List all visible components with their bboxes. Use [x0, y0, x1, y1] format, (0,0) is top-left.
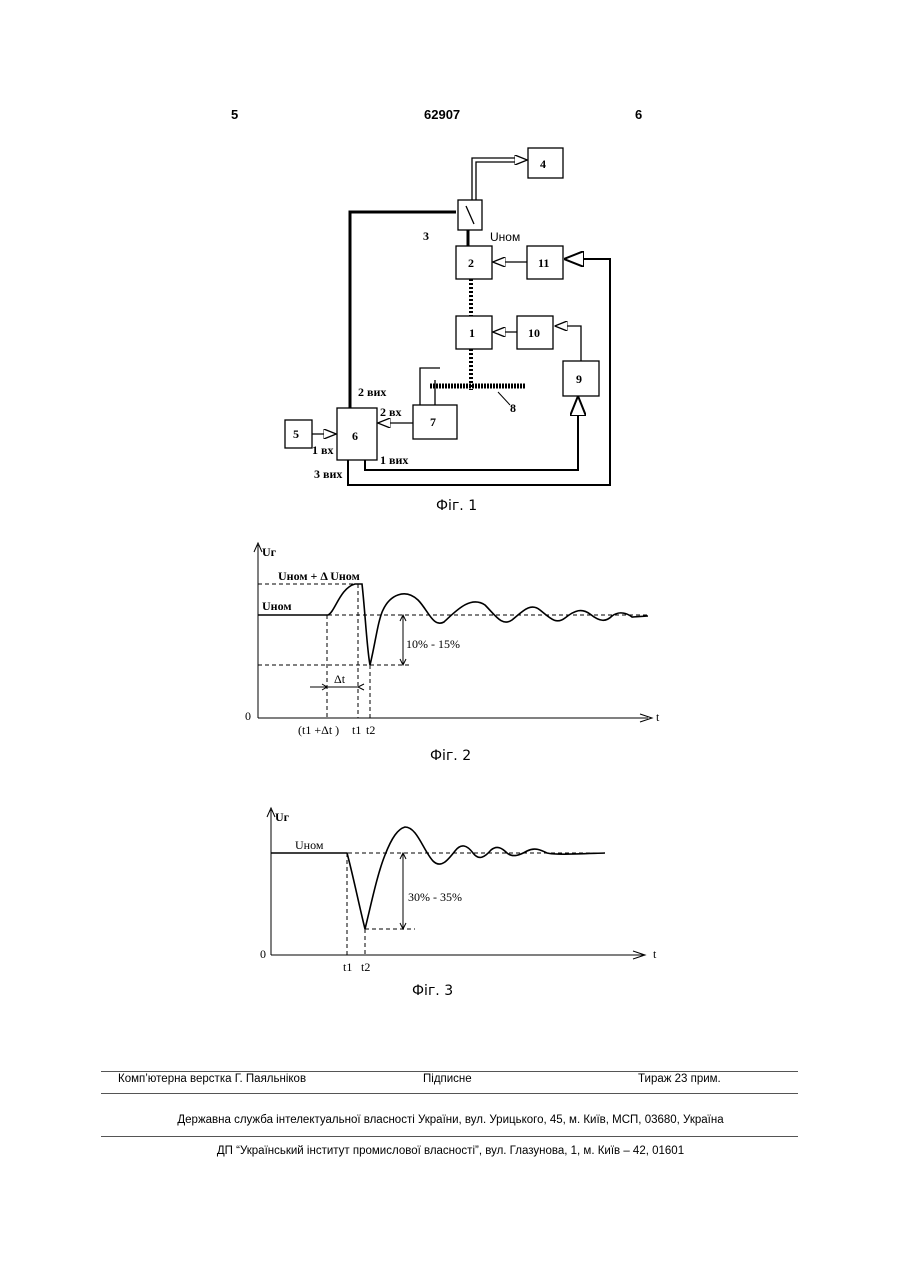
- footer-institute: ДП “Український інститут промислової вла…: [0, 1145, 901, 1157]
- port-1-out: 1 вих: [380, 453, 408, 467]
- port-2-out: 2 вих: [358, 385, 386, 399]
- footer-circulation: Тираж 23 прим.: [638, 1073, 721, 1085]
- page-number-left: 5: [231, 107, 238, 122]
- footer-rule-bottom: [101, 1136, 798, 1137]
- fig3-tick-t2: t2: [361, 960, 370, 974]
- fig3-level-nominal: Uном: [295, 838, 324, 852]
- fig2-delta-t: Δt: [334, 672, 346, 686]
- block-label-8: 8: [510, 401, 516, 415]
- fig2-level-nominal: Uном: [262, 599, 292, 613]
- footer-agency: Державна служба інтелектуальної власност…: [0, 1114, 901, 1126]
- block-label-2: 2: [468, 256, 474, 270]
- block-label-6: 6: [352, 429, 358, 443]
- fig3-tick-t1: t1: [343, 960, 352, 974]
- fig1-caption: Фіг. 1: [436, 498, 477, 514]
- block-label-4: 4: [540, 157, 546, 171]
- fig2-x-label: t: [656, 710, 660, 724]
- fig2-origin: 0: [245, 709, 251, 723]
- footer-signature: Підписне: [423, 1073, 472, 1085]
- patent-number: 62907: [424, 107, 460, 122]
- fig2-caption: Фіг. 2: [430, 748, 471, 764]
- fig2-tick-t1-dt: (t1 +Δt ): [298, 723, 339, 737]
- fig3-caption: Фіг. 3: [412, 983, 453, 999]
- block-label-11: 11: [538, 256, 549, 270]
- fig1-block-diagram: 4 2 11 1 10 9 7 6 5 8 3 2 вих 2 вх 1 вх …: [270, 140, 630, 495]
- fig3-chart: Uг Uном 30% - 35% 0 t t1 t2: [255, 805, 675, 975]
- fig3-x-label: t: [653, 947, 657, 961]
- block-label-10: 10: [528, 326, 540, 340]
- label-u-nom: Uном: [490, 230, 520, 244]
- fig3-dip-label: 30% - 35%: [408, 890, 462, 904]
- block-2: [456, 246, 492, 279]
- port-2-in: 2 вх: [380, 405, 401, 419]
- fig2-tick-t1: t1: [352, 723, 361, 737]
- fig2-chart: Uг Uном + Δ Uном Uном 10% - 15% Δt 0 t (…: [240, 540, 670, 740]
- fig2-response-curve: [258, 584, 648, 665]
- page-number-right: 6: [635, 107, 642, 122]
- footer-rule-top: [101, 1071, 798, 1072]
- block-label-7: 7: [430, 415, 436, 429]
- block-label-1: 1: [469, 326, 475, 340]
- footer-rule-middle: [101, 1093, 798, 1094]
- block-label-5: 5: [293, 427, 299, 441]
- port-3-out: 3 вих: [314, 467, 342, 481]
- fig2-y-label: Uг: [262, 545, 277, 559]
- block-label-9: 9: [576, 372, 582, 386]
- fig3-y-label: Uг: [275, 810, 290, 824]
- fig2-tick-t2: t2: [366, 723, 375, 737]
- port-1-in: 1 вх: [312, 443, 333, 457]
- block-label-3: 3: [423, 229, 429, 243]
- fig2-level-high: Uном + Δ Uном: [278, 569, 360, 583]
- fig2-dip-label: 10% - 15%: [406, 637, 460, 651]
- footer-layout-credit: Комп’ютерна верстка Г. Паяльніков: [118, 1073, 306, 1085]
- fig3-origin: 0: [260, 947, 266, 961]
